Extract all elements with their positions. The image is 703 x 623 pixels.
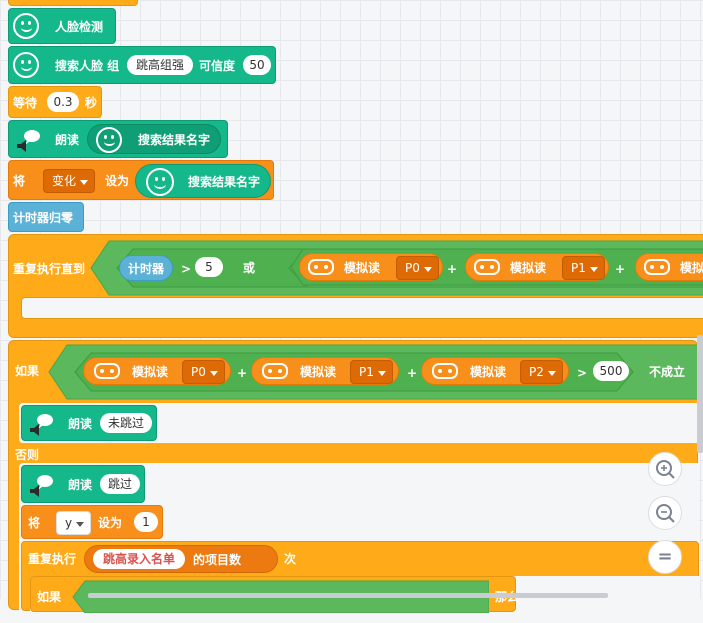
board-icon	[308, 259, 334, 275]
confidence-label: 可信度	[199, 59, 236, 73]
block-search-face[interactable]: 搜索人脸 组 跳高组强 可信度 50	[8, 46, 276, 84]
item-count-label: 的项目数	[193, 553, 242, 567]
block-speak-skipped[interactable]: 朗读 跳过	[21, 465, 145, 503]
if-label: 如果	[37, 590, 62, 604]
speak-text-input[interactable]: 跳过	[100, 474, 140, 494]
variable-dropdown[interactable]: 变化	[43, 169, 96, 193]
analog-read-label: 模拟读	[300, 365, 337, 379]
block-face-detect[interactable]: 人脸检测	[8, 8, 116, 44]
search-result-name-label: 搜索结果名字	[138, 133, 211, 147]
analog-read-p2[interactable]: 模拟	[635, 253, 703, 281]
block-set-variable[interactable]: 将 变化 设为 搜索结果名字	[8, 160, 274, 200]
speak-icon	[17, 130, 40, 152]
search-face-label: 搜索人脸 组	[55, 59, 120, 73]
speak-icon	[30, 414, 53, 436]
face-icon	[13, 13, 39, 39]
zoom-reset-button[interactable]: =	[648, 540, 682, 574]
timer-value-input[interactable]: 5	[195, 257, 223, 277]
zoom-in-button[interactable]	[648, 452, 682, 486]
analog-read-label: 模拟	[680, 261, 703, 275]
plus-operator: +	[615, 262, 626, 276]
analog-read-p0[interactable]: 模拟读 P0	[83, 357, 231, 385]
set-label: 将	[28, 516, 41, 530]
zoom-in-icon	[656, 460, 675, 479]
pin-dropdown[interactable]: P0	[182, 360, 225, 384]
wait-label: 等待	[13, 96, 38, 110]
face-icon	[96, 127, 122, 153]
search-result-name-reporter[interactable]: 搜索结果名字	[87, 124, 221, 154]
speak-icon	[30, 475, 53, 497]
zoom-out-icon	[656, 504, 675, 523]
horizontal-scrollbar[interactable]	[88, 593, 608, 598]
timer-label: 计时器	[128, 262, 165, 276]
pin-dropdown[interactable]: P2	[520, 360, 563, 384]
block-repeat-times[interactable]: 重复执行 跳高录入名单 的项目数 次 如果 那么	[21, 541, 700, 613]
analog-read-p0[interactable]: 模拟读 P0	[299, 253, 443, 281]
greater-operator: >	[181, 262, 192, 276]
timer-reset-label: 计时器归零	[13, 211, 74, 225]
group-name-input[interactable]: 跳高组强	[127, 55, 193, 75]
timer-reporter[interactable]: 计时器	[119, 255, 173, 281]
speak-label: 朗读	[68, 478, 93, 492]
repeat-label: 重复执行	[28, 552, 77, 566]
speak-label: 朗读	[68, 417, 93, 431]
block-speak-not-skipped[interactable]: 朗读 未跳过	[21, 405, 157, 441]
or-label: 或	[243, 261, 256, 275]
block-speak-result[interactable]: 朗读 搜索结果名字	[8, 120, 228, 158]
zoom-out-button[interactable]	[648, 496, 682, 530]
if-label: 如果	[15, 364, 40, 378]
search-result-name-reporter[interactable]: 搜索结果名字	[135, 164, 271, 198]
repeat-until-label: 重复执行直到	[13, 262, 86, 276]
variable-dropdown[interactable]: y	[56, 511, 92, 535]
set-to-label: 设为	[105, 174, 130, 188]
threshold-input[interactable]: 500	[593, 361, 629, 381]
block-repeat-until[interactable]: 重复执行直到 计时器 > 5 或 模拟读 P0 + 模拟读 P1 + 模拟	[8, 234, 703, 338]
wait-unit: 秒	[85, 96, 98, 110]
speak-label: 朗读	[55, 133, 80, 147]
wait-seconds-input[interactable]: 0.3	[47, 92, 79, 112]
set-to-label: 设为	[98, 516, 123, 530]
y-value-input[interactable]: 1	[134, 512, 158, 532]
analog-read-label: 模拟读	[510, 261, 547, 275]
list-length-reporter[interactable]: 跳高录入名单 的项目数	[84, 545, 278, 573]
analog-read-label: 模拟读	[132, 365, 169, 379]
block-if-else[interactable]: 如果 模拟读 P0 + 模拟读 P1 + 模拟读 P2 > 500 不成立 朗读…	[8, 340, 700, 623]
analog-read-p1[interactable]: 模拟读 P1	[251, 357, 399, 385]
plus-operator: +	[447, 262, 458, 276]
list-name-dropdown[interactable]: 跳高录入名单	[93, 549, 185, 569]
board-icon	[432, 363, 458, 379]
not-label: 不成立	[649, 365, 686, 379]
else-label: 否则	[15, 448, 40, 462]
face-detect-label: 人脸检测	[55, 20, 104, 34]
pin-dropdown[interactable]: P0	[396, 256, 439, 280]
analog-read-label: 模拟读	[344, 261, 381, 275]
speak-text-input[interactable]: 未跳过	[100, 413, 152, 433]
block-top-cut[interactable]	[8, 0, 138, 6]
pin-dropdown[interactable]: P1	[350, 360, 393, 384]
repeat-until-empty-slot	[21, 297, 703, 319]
analog-read-p1[interactable]: 模拟读 P1	[465, 253, 609, 281]
face-icon	[13, 52, 39, 78]
block-set-y[interactable]: 将 y 设为 1	[21, 505, 163, 539]
plus-operator: +	[407, 366, 418, 380]
confidence-input[interactable]: 50	[243, 55, 271, 75]
block-wait[interactable]: 等待 0.3 秒	[8, 86, 102, 118]
board-icon	[94, 363, 120, 379]
analog-read-label: 模拟读	[470, 365, 507, 379]
block-timer-reset[interactable]: 计时器归零	[8, 202, 84, 232]
face-icon	[146, 168, 174, 196]
board-icon	[262, 363, 288, 379]
analog-read-p2[interactable]: 模拟读 P2	[421, 357, 569, 385]
board-icon	[644, 259, 670, 275]
times-label: 次	[284, 552, 297, 566]
search-result-name-label: 搜索结果名字	[188, 175, 261, 189]
set-label: 将	[13, 174, 26, 188]
pin-dropdown[interactable]: P1	[562, 256, 605, 280]
plus-operator: +	[237, 366, 248, 380]
vertical-scrollbar[interactable]	[697, 335, 703, 453]
board-icon	[474, 259, 500, 275]
greater-operator: >	[577, 366, 588, 380]
zoom-reset-icon: =	[657, 546, 673, 567]
